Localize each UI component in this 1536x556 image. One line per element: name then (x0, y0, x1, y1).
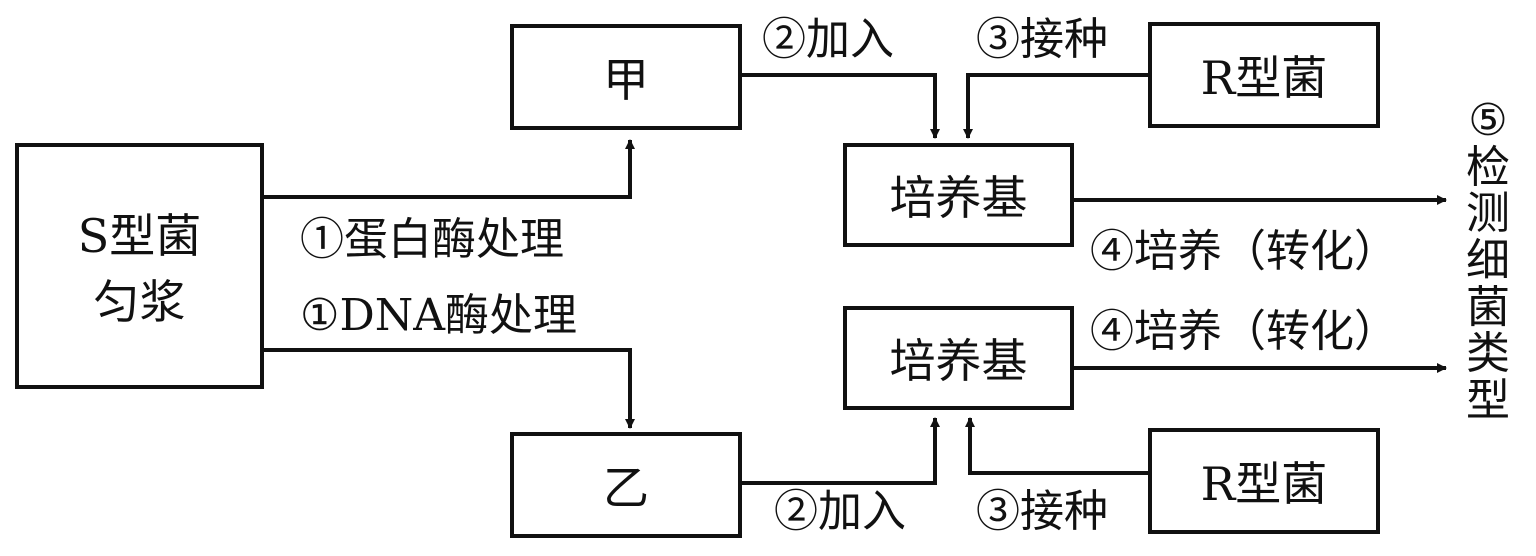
box-jia: 甲 (510, 24, 742, 130)
label-inoculate-top: ③接种 (976, 14, 1108, 65)
label-add-top: ②加入 (762, 14, 894, 65)
box-r-strain-bottom: R型菌 (1148, 428, 1380, 534)
label-culture-bottom: ④培养（转化） (1090, 306, 1398, 357)
box-s-strain-homogenate: S型菌 匀浆 (15, 143, 264, 389)
detect-char: 类 (1466, 328, 1510, 380)
box-r-strain-top: R型菌 (1148, 22, 1380, 128)
detect-char: 检 (1466, 141, 1510, 193)
label-inoculate-bottom: ③接种 (976, 486, 1108, 537)
arrow-s-to-yi (262, 348, 635, 429)
detect-char: 细 (1466, 234, 1510, 286)
detect-char: 型 (1466, 374, 1510, 426)
r-strain-top-label: R型菌 (1200, 51, 1328, 105)
arrow-yi-to-medium (740, 417, 940, 485)
s-strain-line-1: S型菌 (77, 209, 202, 263)
detect-char: 菌 (1466, 281, 1510, 333)
arrow-s-to-jia (262, 139, 635, 199)
arrow-jia-to-medium (740, 73, 940, 139)
label-dnase-treatment: ①DNA酶处理 (300, 290, 577, 341)
detect-char: ⑤ (1468, 95, 1508, 146)
arrow-r-to-medium-bottom (965, 417, 1150, 475)
box-yi: 乙 (510, 432, 742, 538)
s-strain-line-2: 匀浆 (93, 275, 186, 329)
yi-label: 乙 (603, 461, 649, 515)
box-medium-bottom: 培养基 (843, 306, 1074, 410)
label-detect-bacteria-type: ⑤ 检 测 细 菌 类 型 (1460, 95, 1516, 426)
medium-bottom-label: 培养基 (889, 334, 1028, 388)
medium-top-label: 培养基 (889, 171, 1028, 225)
label-add-bottom: ②加入 (774, 486, 906, 537)
label-culture-top: ④培养（转化） (1090, 226, 1398, 277)
detect-char: 测 (1466, 188, 1510, 240)
arrow-r-to-medium-top (963, 73, 1150, 139)
box-medium-top: 培养基 (843, 143, 1074, 247)
r-strain-bottom-label: R型菌 (1200, 457, 1328, 511)
jia-label: 甲 (603, 53, 649, 107)
label-protease-treatment: ①蛋白酶处理 (300, 214, 564, 265)
